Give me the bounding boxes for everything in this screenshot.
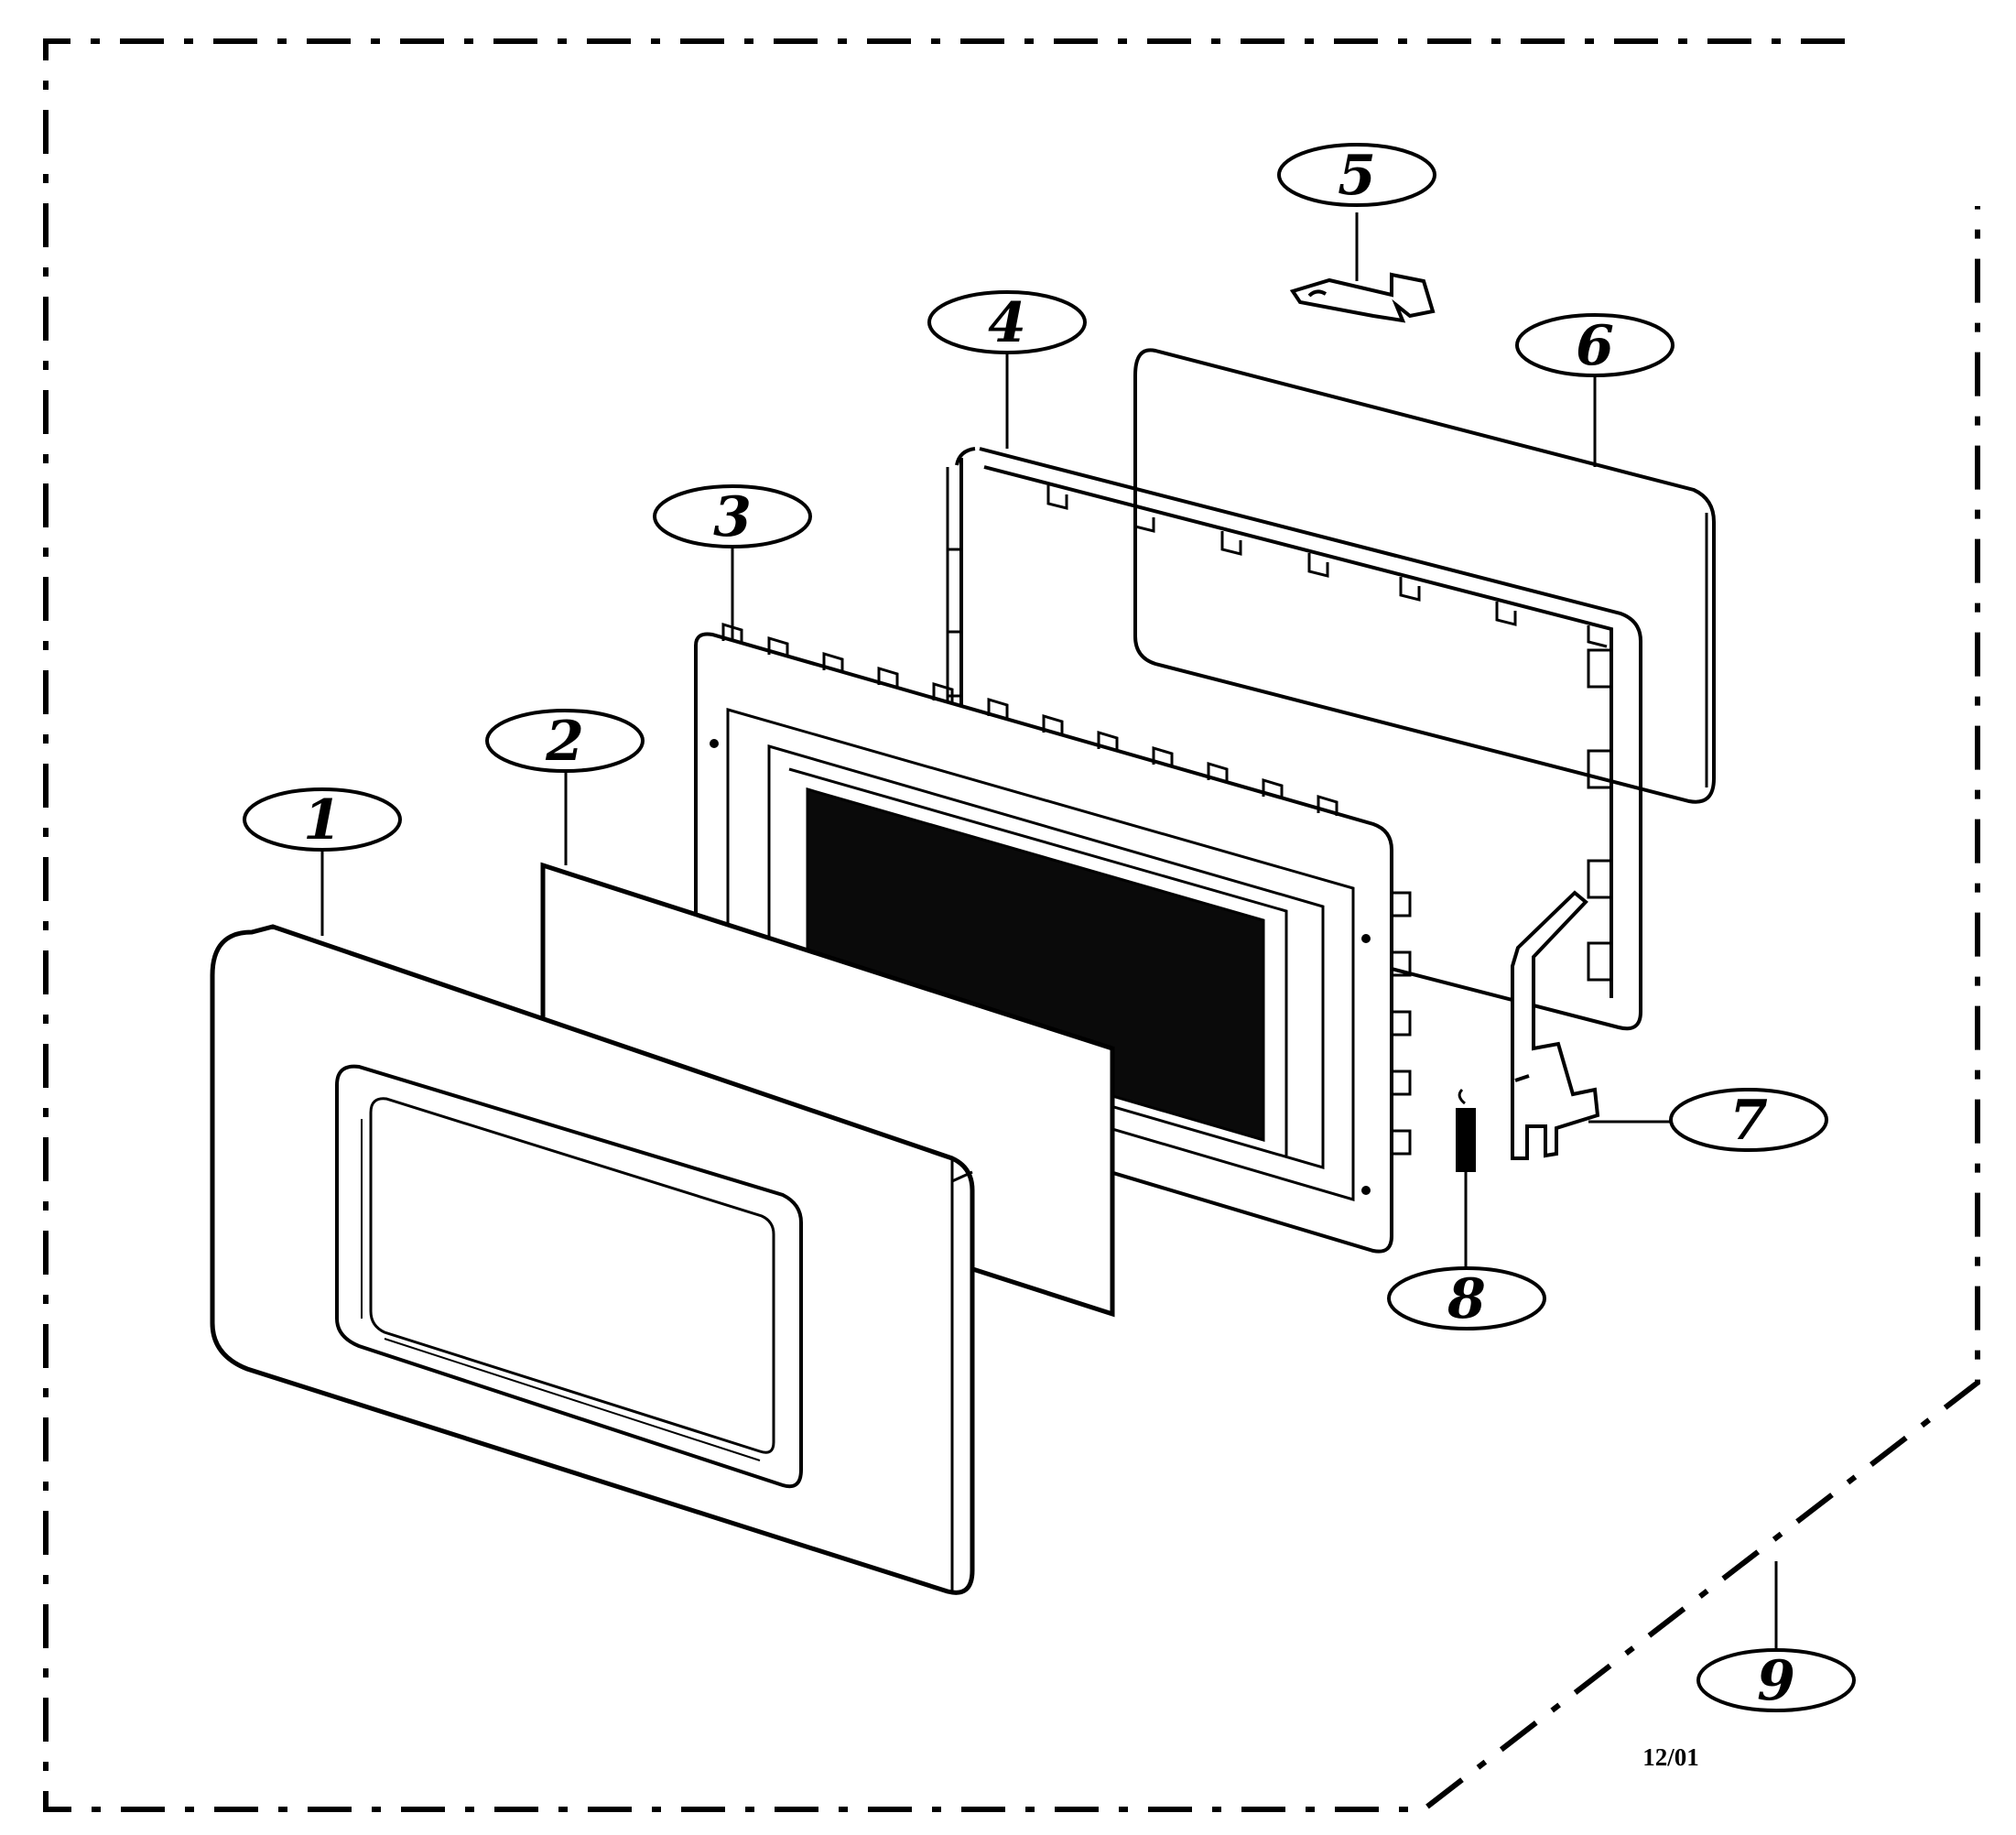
callout-label-5: 5 — [1338, 144, 1376, 208]
callout-label-7: 7 — [1729, 1089, 1768, 1153]
callout-label-4: 4 — [988, 291, 1026, 355]
callout-label-6: 6 — [1576, 314, 1614, 378]
frame-teeth — [721, 622, 1412, 1156]
callout-6: 6 — [1515, 313, 1675, 378]
callout-label-3: 3 — [713, 485, 752, 549]
viewing-window-mesh — [806, 787, 1265, 1142]
part-5-clip — [1289, 272, 1436, 323]
assembly-boundary — [43, 38, 1980, 1812]
callout-5: 5 — [1277, 143, 1436, 208]
part-4-choke-frame — [946, 447, 1642, 1031]
callout-8: 8 — [1387, 1266, 1546, 1331]
callout-3: 3 — [653, 484, 812, 549]
callout-label-8: 8 — [1447, 1267, 1486, 1331]
frame-notches — [948, 485, 1608, 698]
callout-2: 2 — [485, 709, 645, 774]
callout-4: 4 — [927, 290, 1087, 355]
leader-lines — [320, 212, 1778, 1657]
part-7-latch-hook — [1511, 890, 1600, 1160]
callout-label-1: 1 — [303, 788, 341, 852]
callout-label-2: 2 — [545, 710, 584, 774]
callout-label-9: 9 — [1757, 1649, 1795, 1713]
callout-7: 7 — [1669, 1088, 1828, 1153]
part-6-cover-panel — [1133, 348, 1716, 804]
callout-9: 9 — [1696, 1648, 1856, 1713]
part-8-spring — [1456, 1088, 1476, 1190]
part-1-outer-door-panel — [210, 924, 975, 1595]
callout-1: 1 — [243, 787, 402, 852]
date-code: 12/01 — [1642, 1743, 1699, 1771]
